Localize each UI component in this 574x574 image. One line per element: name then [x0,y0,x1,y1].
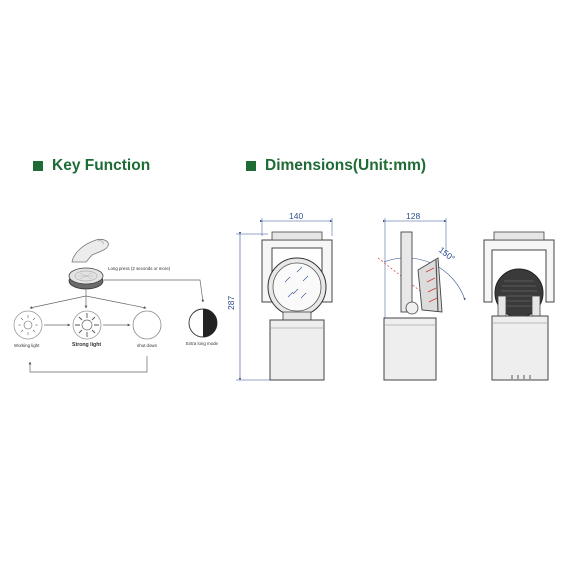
bullet-square-icon [33,161,43,171]
dimensions-title-text: Dimensions(Unit:mm) [265,157,427,174]
mode-label-extra-long: Extra long mode [186,341,218,346]
mode-label-shut-down: shut down [137,343,158,348]
front-width-label: 140 [289,211,304,221]
power-button-icon [68,267,104,290]
long-press-label: Long press (2 seconds or more) [108,266,171,271]
back-view-drawing [483,231,555,381]
side-view-drawing [377,218,466,381]
front-view-drawing [236,218,333,381]
finger-press-icon [71,238,109,263]
mode-extra-long-icon [188,308,218,338]
mode-strong-light-icon [72,310,102,340]
mode-arrows [28,323,148,373]
side-width-label: 128 [406,211,421,221]
mode-label-strong-light: Strong light [72,342,102,348]
mode-working-light-icon [13,310,43,340]
key-function-title: Key Function [33,157,150,175]
key-function-title-text: Key Function [52,157,151,174]
bullet-square-icon [246,161,256,171]
dimensions-title: Dimensions(Unit:mm) [246,157,426,175]
mode-label-working-light: Working light [14,343,40,348]
branch-lines [29,279,205,309]
height-label: 287 [226,295,236,310]
mode-shut-down-icon [132,310,162,340]
